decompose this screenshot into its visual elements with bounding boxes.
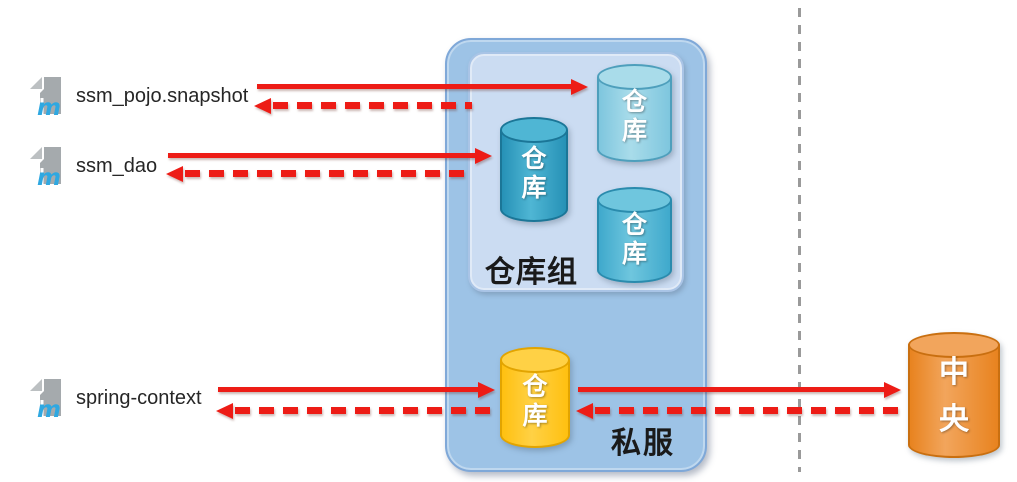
- client-label-spring-context: spring-context: [76, 386, 202, 409]
- repo-group-label: 仓库组: [485, 256, 578, 289]
- central-repo-cylinder: 中央: [908, 332, 1000, 458]
- maven-m-glyph: m: [37, 397, 61, 423]
- local-repo-cylinder: 仓库: [500, 347, 570, 448]
- repo-cylinder-label: 仓库: [521, 145, 547, 202]
- cylinder-body: [908, 345, 1000, 458]
- arrow-spring-context-request: [218, 387, 479, 392]
- client-row-ssm-pojo-snapshot: m ssm_pojo.snapshot: [28, 74, 249, 121]
- cylinder-top: [500, 347, 570, 373]
- arrow-ssm-dao-request: [168, 153, 476, 158]
- client-label-ssm-dao: ssm_dao: [76, 154, 158, 177]
- arrow-central-to-private-response: [595, 407, 903, 414]
- maven-document-icon: [30, 77, 61, 114]
- cylinder-body: [500, 360, 570, 448]
- cylinder-top: [597, 64, 672, 90]
- cylinder-body: [500, 130, 568, 222]
- arrow-ssm-pojo-response: [273, 102, 472, 109]
- cylinder-body: [597, 77, 672, 162]
- client-label-ssm-pojo-snapshot: ssm_pojo.snapshot: [76, 84, 249, 107]
- maven-document-icon: [30, 379, 61, 416]
- arrow-spring-context-response: [235, 407, 497, 414]
- arrow-private-to-central-request: [578, 387, 885, 392]
- central-repo-cylinder-label: 中央: [939, 356, 969, 436]
- cylinder-body: [597, 200, 672, 283]
- zone-divider-dashed-line: [798, 8, 801, 472]
- maven-project-icon: m: [28, 376, 64, 423]
- repo-cylinder-label: 仓库: [621, 88, 647, 145]
- client-row-ssm-dao: m ssm_dao: [28, 144, 158, 191]
- cylinder-top: [908, 332, 1000, 358]
- cylinder-top: [500, 117, 568, 143]
- local-repo-cylinder-label: 仓库: [522, 373, 548, 430]
- private-server-label: 私服: [611, 427, 675, 460]
- repo-cylinder-snapshot: 仓库: [597, 64, 672, 162]
- cylinder-top: [597, 187, 672, 213]
- maven-project-icon: m: [28, 144, 64, 191]
- maven-document-icon: [30, 147, 61, 184]
- maven-m-glyph: m: [37, 165, 61, 191]
- maven-m-glyph: m: [37, 95, 61, 121]
- repo-cylinder-label: 仓库: [621, 211, 647, 268]
- client-row-spring-context: m spring-context: [28, 376, 202, 423]
- arrow-ssm-dao-response: [185, 170, 472, 177]
- arrow-ssm-pojo-request: [257, 84, 572, 89]
- repo-cylinder-release: 仓库: [500, 117, 568, 222]
- maven-project-icon: m: [28, 74, 64, 121]
- repo-cylinder-proxy: 仓库: [597, 187, 672, 283]
